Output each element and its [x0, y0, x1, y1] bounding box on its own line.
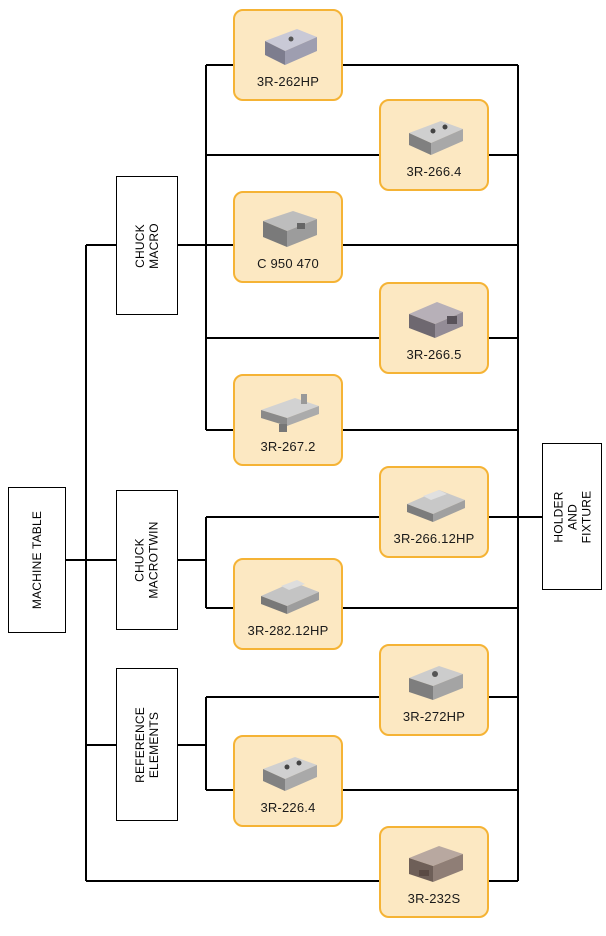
holder-and-fixture-box: HOLDER AND FIXTURE [542, 443, 602, 590]
chuck-macro-label-line2: MACRO [146, 222, 161, 269]
product-label: 3R-262HP [256, 74, 320, 89]
holder-label-line1: HOLDER [550, 490, 565, 543]
pallet-holder-icon [407, 490, 465, 522]
product-card-3r-267-2: 3R-267.2 [233, 374, 343, 466]
product-label: 3R-272HP [402, 709, 466, 724]
holder-label-line3: FIXTURE [578, 490, 593, 543]
product-card-3r-262hp: 3R-262HP [233, 9, 343, 101]
reference-elements-label-line1: REFERENCE [133, 706, 147, 783]
product-label: 3R-266.4 [406, 164, 462, 179]
product-label: 3R-266.12HP [393, 531, 475, 546]
reference-elements-label-line2: ELEMENTS [147, 711, 161, 778]
pallet-holder-icon [409, 846, 463, 882]
chuck-macrotwin-label-line1: CHUCK [133, 538, 147, 582]
chuck-macro-label-line1: CHUCK [132, 223, 147, 268]
product-card-3r-232s: 3R-232S [379, 826, 489, 918]
product-card-3r-226-4: 3R-226.4 [233, 735, 343, 827]
product-card-3r-266-4: 3R-266.4 [379, 99, 489, 191]
pallet-holder-icon [263, 757, 317, 791]
reference-elements-box: REFERENCE ELEMENTS [116, 668, 178, 821]
pallet-holder-icon [409, 666, 463, 700]
product-card-3r-272hp: 3R-272HP [379, 644, 489, 736]
product-label: 3R-226.4 [260, 800, 316, 815]
product-label: 3R-267.2 [260, 439, 316, 454]
pallet-holder-icon [409, 121, 463, 155]
pallet-holder-icon [409, 302, 463, 338]
product-label: 3R-282.12HP [247, 623, 329, 638]
product-card-3r-266-12hp: 3R-266.12HP [379, 466, 489, 558]
pallet-holder-icon [265, 29, 317, 65]
chuck-macrotwin-label-line2: MACROTWIN [147, 521, 161, 599]
chuck-macro-box: CHUCK MACRO [116, 176, 178, 315]
product-card-3r-266-5: 3R-266.5 [379, 282, 489, 374]
product-label: 3R-266.5 [406, 347, 462, 362]
machine-table-label: MACHINE TABLE [30, 510, 44, 610]
product-card-3r-282-12hp: 3R-282.12HP [233, 558, 343, 650]
product-label: C 950 470 [257, 256, 319, 271]
machine-table-box: MACHINE TABLE [8, 487, 66, 633]
pallet-holder-icon [261, 580, 319, 614]
holder-label-line2: AND [564, 503, 579, 530]
pallet-holder-icon [263, 211, 317, 247]
pallet-holder-icon [261, 394, 319, 432]
product-label: 3R-232S [407, 891, 461, 906]
chuck-macrotwin-box: CHUCK MACROTWIN [116, 490, 178, 630]
product-card-c-950-470: C 950 470 [233, 191, 343, 283]
